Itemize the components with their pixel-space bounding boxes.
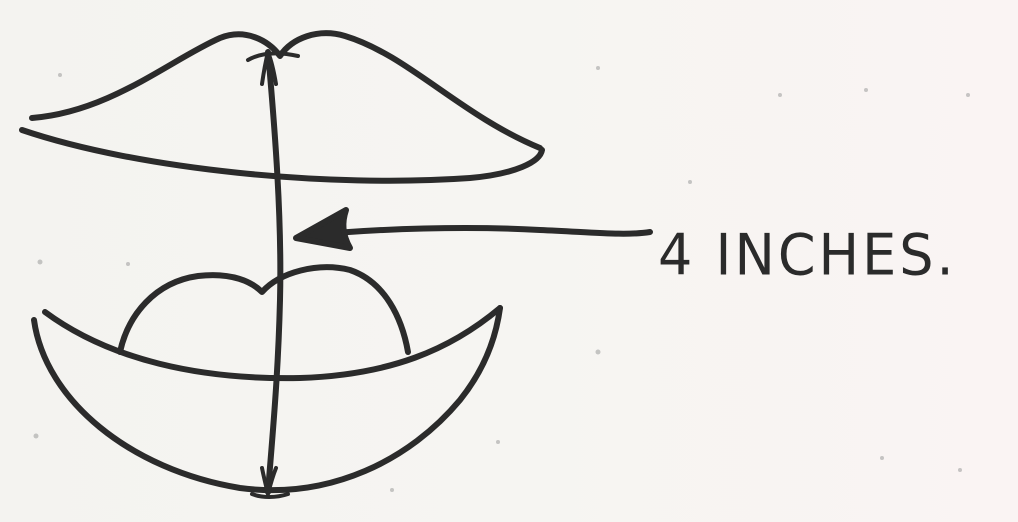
measurement-line xyxy=(268,52,280,492)
pointer-arrow-shaft xyxy=(302,228,650,236)
lower-lip-upper-outline xyxy=(45,308,500,378)
measurement-label: 4 INCHES. xyxy=(658,222,957,288)
upper-lip-top-outline xyxy=(32,33,540,148)
tongue-outline xyxy=(120,267,408,352)
pointer-arrowhead xyxy=(296,210,350,248)
upper-lip-bottom-outline xyxy=(22,130,542,181)
lower-lip-bottom-outline xyxy=(34,308,500,490)
